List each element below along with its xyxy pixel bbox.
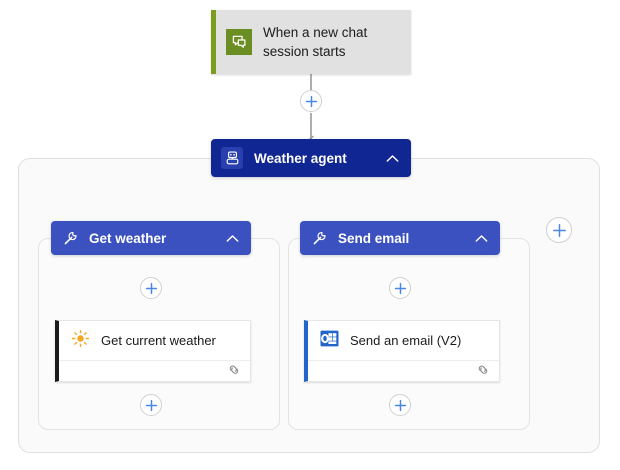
action-card-send-an-email[interactable]: Send an email (V2) bbox=[304, 320, 500, 382]
tool-node-get-weather[interactable]: Get weather bbox=[51, 221, 251, 255]
plus-icon bbox=[305, 95, 317, 107]
chevron-up-icon[interactable] bbox=[223, 229, 241, 247]
plus-icon bbox=[145, 399, 157, 411]
chat-bubbles-icon bbox=[226, 29, 252, 55]
action-label-send-an-email: Send an email (V2) bbox=[350, 333, 462, 348]
action-card-footer bbox=[308, 361, 499, 382]
action-card-header: Get current weather bbox=[59, 321, 250, 361]
agent-node-weather-agent[interactable]: Weather agent bbox=[211, 139, 411, 177]
link-icon[interactable] bbox=[476, 363, 490, 381]
action-card-header: Send an email (V2) bbox=[308, 321, 499, 361]
action-card-footer bbox=[59, 361, 250, 382]
wrench-icon bbox=[310, 229, 328, 247]
add-tool-button[interactable] bbox=[546, 217, 572, 243]
link-icon[interactable] bbox=[227, 363, 241, 381]
add-step-button-after-trigger[interactable] bbox=[300, 90, 322, 112]
outlook-icon bbox=[320, 329, 339, 353]
add-step-button-send-email-before-action[interactable] bbox=[389, 277, 411, 299]
trigger-node[interactable]: When a new chat session starts bbox=[211, 10, 411, 74]
sun-icon bbox=[71, 329, 90, 353]
chevron-up-icon[interactable] bbox=[472, 229, 490, 247]
plus-icon bbox=[145, 282, 157, 294]
tool-node-send-email[interactable]: Send email bbox=[300, 221, 500, 255]
plus-icon bbox=[552, 223, 566, 237]
robot-icon bbox=[221, 147, 243, 169]
plus-icon bbox=[394, 399, 406, 411]
add-step-button-get-weather-after-action[interactable] bbox=[140, 394, 162, 416]
add-step-button-send-email-after-action[interactable] bbox=[389, 394, 411, 416]
add-step-button-get-weather-before-action[interactable] bbox=[140, 277, 162, 299]
plus-icon bbox=[394, 282, 406, 294]
action-card-get-current-weather[interactable]: Get current weather bbox=[55, 320, 251, 382]
agent-label: Weather agent bbox=[254, 150, 347, 166]
tool-label-send-email: Send email bbox=[338, 230, 410, 246]
wrench-icon bbox=[61, 229, 79, 247]
trigger-label: When a new chat session starts bbox=[263, 25, 368, 59]
action-label-get-current-weather: Get current weather bbox=[101, 333, 216, 348]
tool-label-get-weather: Get weather bbox=[89, 230, 167, 246]
chevron-up-icon[interactable] bbox=[383, 149, 401, 167]
